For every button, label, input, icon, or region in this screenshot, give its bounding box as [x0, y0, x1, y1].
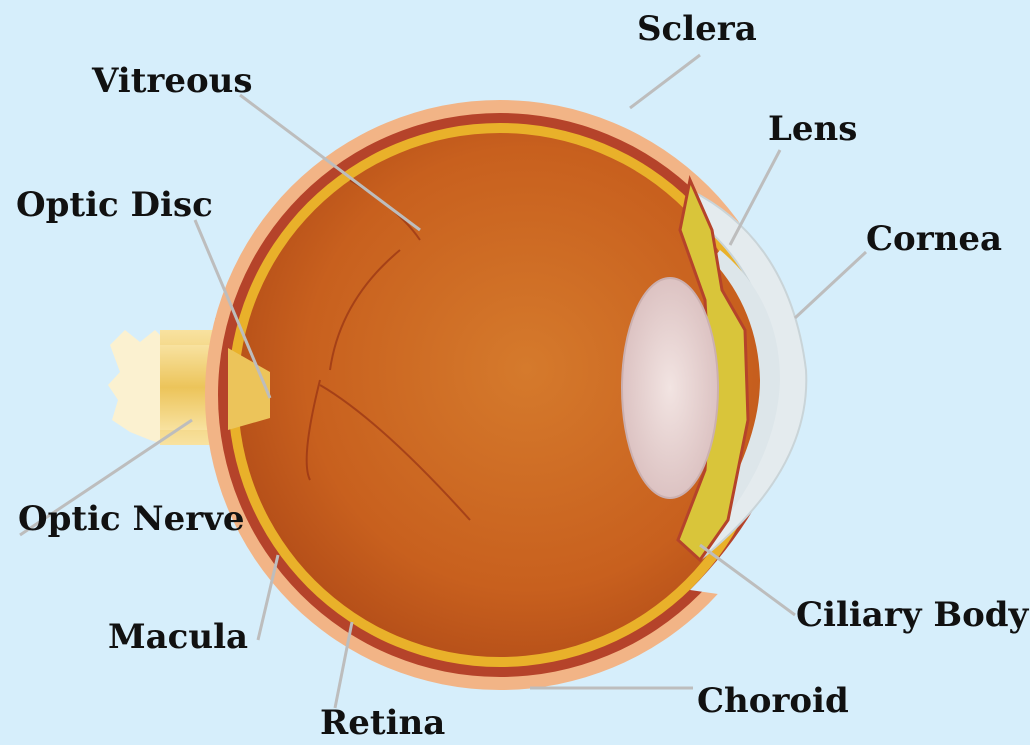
label-vitreous: Vitreous [92, 64, 253, 98]
label-optic-nerve: Optic Nerve [18, 502, 245, 536]
label-ciliary-body: Ciliary Body [796, 598, 1028, 632]
label-macula: Macula [108, 620, 248, 654]
label-cornea: Cornea [866, 222, 1002, 256]
lens-shape [622, 278, 718, 498]
label-optic-disc: Optic Disc [16, 188, 213, 222]
label-retina: Retina [320, 706, 445, 740]
label-choroid: Choroid [697, 684, 849, 718]
label-lens: Lens [768, 112, 857, 146]
label-sclera: Sclera [637, 12, 757, 46]
